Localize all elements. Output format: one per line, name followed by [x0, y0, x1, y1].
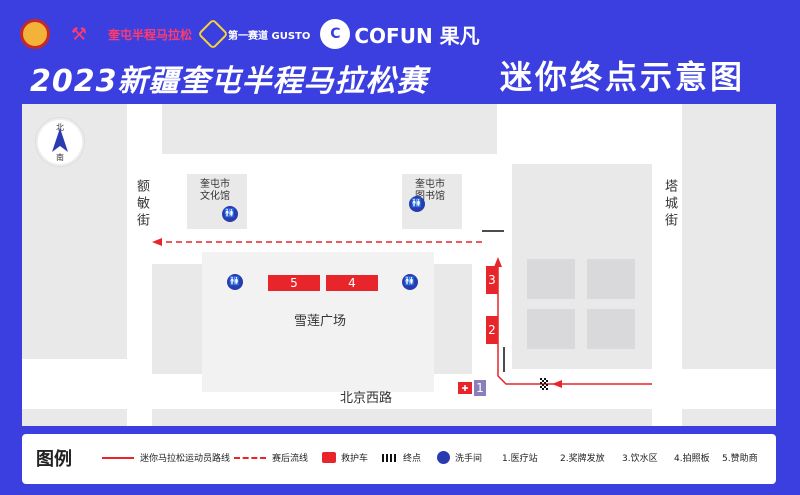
legend-route: 迷你马拉松运动员路线	[102, 451, 230, 464]
block-south-west	[22, 409, 127, 426]
runner-icon: ⚒	[70, 23, 88, 45]
kuitun-marathon-text: 奎屯半程马拉松	[108, 27, 193, 42]
block-plaza-east	[434, 264, 472, 374]
legend-water: 3.饮水区	[622, 451, 658, 464]
map-area: 北 南 额敏街 塔城街 北京西路 奎屯市文化馆 奎屯市图书馆 雪莲广场 🚻 🚻 …	[22, 104, 776, 426]
ambulance-icon	[322, 452, 336, 463]
legend-title: 图例	[36, 449, 72, 470]
route-line-icon	[102, 456, 134, 459]
compass-north: 北	[56, 123, 64, 132]
station-2: 2	[486, 316, 498, 344]
north-arrow-icon	[52, 128, 68, 152]
parking-4	[587, 309, 635, 349]
plaza-label: 雪莲广场	[294, 314, 347, 329]
parking-1	[527, 259, 575, 299]
library-label: 奎屯市图书馆	[415, 179, 445, 202]
route-svg	[152, 230, 652, 390]
toilet-icon: 🚻	[227, 274, 243, 290]
station-5: 5	[268, 275, 320, 291]
toilet-icon: 🚻	[409, 196, 425, 212]
runner-logo: ⚒	[64, 16, 98, 52]
post-race-arrow-icon	[152, 238, 162, 246]
compass: 北 南	[36, 118, 84, 166]
station-1: 1	[474, 380, 486, 396]
block-north	[162, 104, 497, 154]
legend-medal-label: 2.奖牌发放	[560, 454, 605, 464]
culture-hall-label: 奎屯市文化馆	[200, 179, 230, 202]
legend: 图例 迷你马拉松运动员路线 赛后流线 救护车 终点 洗手间 1.医疗站 2.奖牌…	[22, 434, 776, 484]
station-4: 4	[326, 275, 378, 291]
gusto-text: 第一赛道 GUSTO	[228, 30, 311, 42]
gusto-icon	[197, 18, 229, 50]
legend-photo-label: 4.拍照板	[674, 454, 710, 464]
legend-finish: 终点	[382, 451, 421, 464]
block-plaza-west	[152, 264, 202, 374]
road-south-label: 北京西路	[340, 391, 393, 406]
road-west-label: 额敏街	[134, 179, 149, 230]
legend-medical-label: 1.医疗站	[502, 454, 538, 464]
legend-route-label: 迷你马拉松运动员路线	[140, 454, 231, 464]
cofun-text: COFUN 果凡	[354, 23, 480, 48]
parking-3	[527, 309, 575, 349]
map-subtitle: 迷你终点示意图	[500, 58, 746, 96]
legend-sponsor: 5.赞助商	[722, 451, 758, 464]
toilet-icon	[437, 451, 450, 464]
post-race-dashed-line-icon	[234, 456, 266, 459]
block-culture-hall	[187, 174, 247, 229]
athlete-route	[497, 262, 652, 385]
toilet-icon: 🚻	[222, 206, 238, 222]
road-east-label: 塔城街	[662, 179, 677, 230]
legend-medical: 1.医疗站	[502, 451, 538, 464]
route-arrow-icon	[494, 257, 502, 267]
legend-water-label: 3.饮水区	[622, 454, 658, 464]
parking-2	[587, 259, 635, 299]
gusto-logo: 第一赛道 GUSTO	[197, 16, 311, 52]
event-title: 2023新疆奎屯半程马拉松赛	[30, 64, 428, 99]
legend-toilet: 洗手间	[437, 451, 482, 464]
finish-icon	[540, 378, 548, 390]
kuitun-marathon-logo: 奎屯半程马拉松	[108, 16, 192, 52]
legend-ambulance: 救护车	[322, 451, 368, 464]
legend-post-race: 赛后流线	[234, 451, 308, 464]
block-south-east	[682, 409, 776, 426]
cofun-icon: C	[320, 19, 351, 49]
ambulance-icon: ✚	[458, 382, 472, 394]
org-emblem-logo	[20, 16, 54, 52]
legend-sponsor-label: 5.赞助商	[722, 454, 758, 464]
toilet-icon: 🚻	[402, 274, 418, 290]
emblem-icon	[20, 19, 50, 49]
legend-ambulance-label: 救护车	[341, 454, 369, 464]
legend-finish-label: 终点	[403, 454, 422, 464]
legend-post-race-label: 赛后流线	[272, 454, 309, 464]
station-3: 3	[486, 266, 498, 294]
route-arrow-icon	[552, 380, 562, 388]
compass-south: 南	[56, 153, 64, 162]
legend-photo: 4.拍照板	[674, 451, 710, 464]
legend-toilet-label: 洗手间	[455, 454, 483, 464]
finish-icon	[382, 453, 398, 462]
legend-medal: 2.奖牌发放	[560, 451, 605, 464]
block-far-east	[682, 104, 776, 369]
block-south-mid	[152, 409, 652, 426]
